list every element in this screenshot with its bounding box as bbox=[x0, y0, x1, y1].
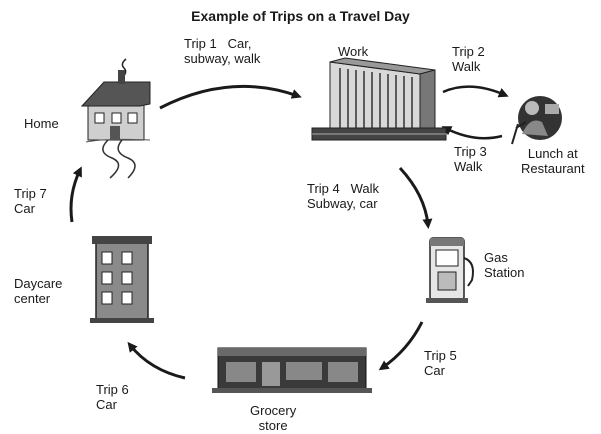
label-trip-7: Trip 7 Car bbox=[14, 186, 47, 216]
diagram-title: Example of Trips on a Travel Day bbox=[191, 8, 410, 24]
label-trip-4: Trip 4 Walk Subway, car bbox=[307, 181, 379, 211]
office-building-icon bbox=[311, 57, 447, 141]
label-trip-3: Trip 3 Walk bbox=[454, 144, 487, 174]
grocery-store-icon bbox=[212, 347, 372, 393]
label-gas-station: Gas Station bbox=[484, 250, 525, 280]
arrow-trip6 bbox=[127, 341, 186, 380]
arrow-trip3 bbox=[441, 126, 503, 140]
gas-pump-icon bbox=[426, 237, 474, 303]
label-trip-5: Trip 5 Car bbox=[424, 348, 457, 378]
arrow-trip7 bbox=[69, 166, 82, 223]
label-home: Home bbox=[24, 116, 59, 131]
daycare-building-icon bbox=[90, 236, 154, 323]
restaurant-icon bbox=[511, 96, 562, 145]
arrow-trip5 bbox=[378, 321, 424, 371]
home-icon bbox=[80, 58, 151, 179]
label-trip-6: Trip 6 Car bbox=[96, 382, 129, 412]
label-lunch: Lunch at Restaurant bbox=[521, 146, 585, 176]
label-work: Work bbox=[338, 44, 369, 59]
arrow-trip2 bbox=[442, 85, 509, 98]
label-daycare-center: Daycare center bbox=[14, 276, 63, 306]
arrow-trip1 bbox=[159, 84, 302, 110]
label-trip-2: Trip 2 Walk bbox=[452, 44, 485, 74]
arrow-trip4 bbox=[398, 166, 433, 229]
label-trip-1: Trip 1 Car, subway, walk bbox=[184, 36, 261, 66]
label-grocery-store: Grocery store bbox=[250, 403, 297, 433]
